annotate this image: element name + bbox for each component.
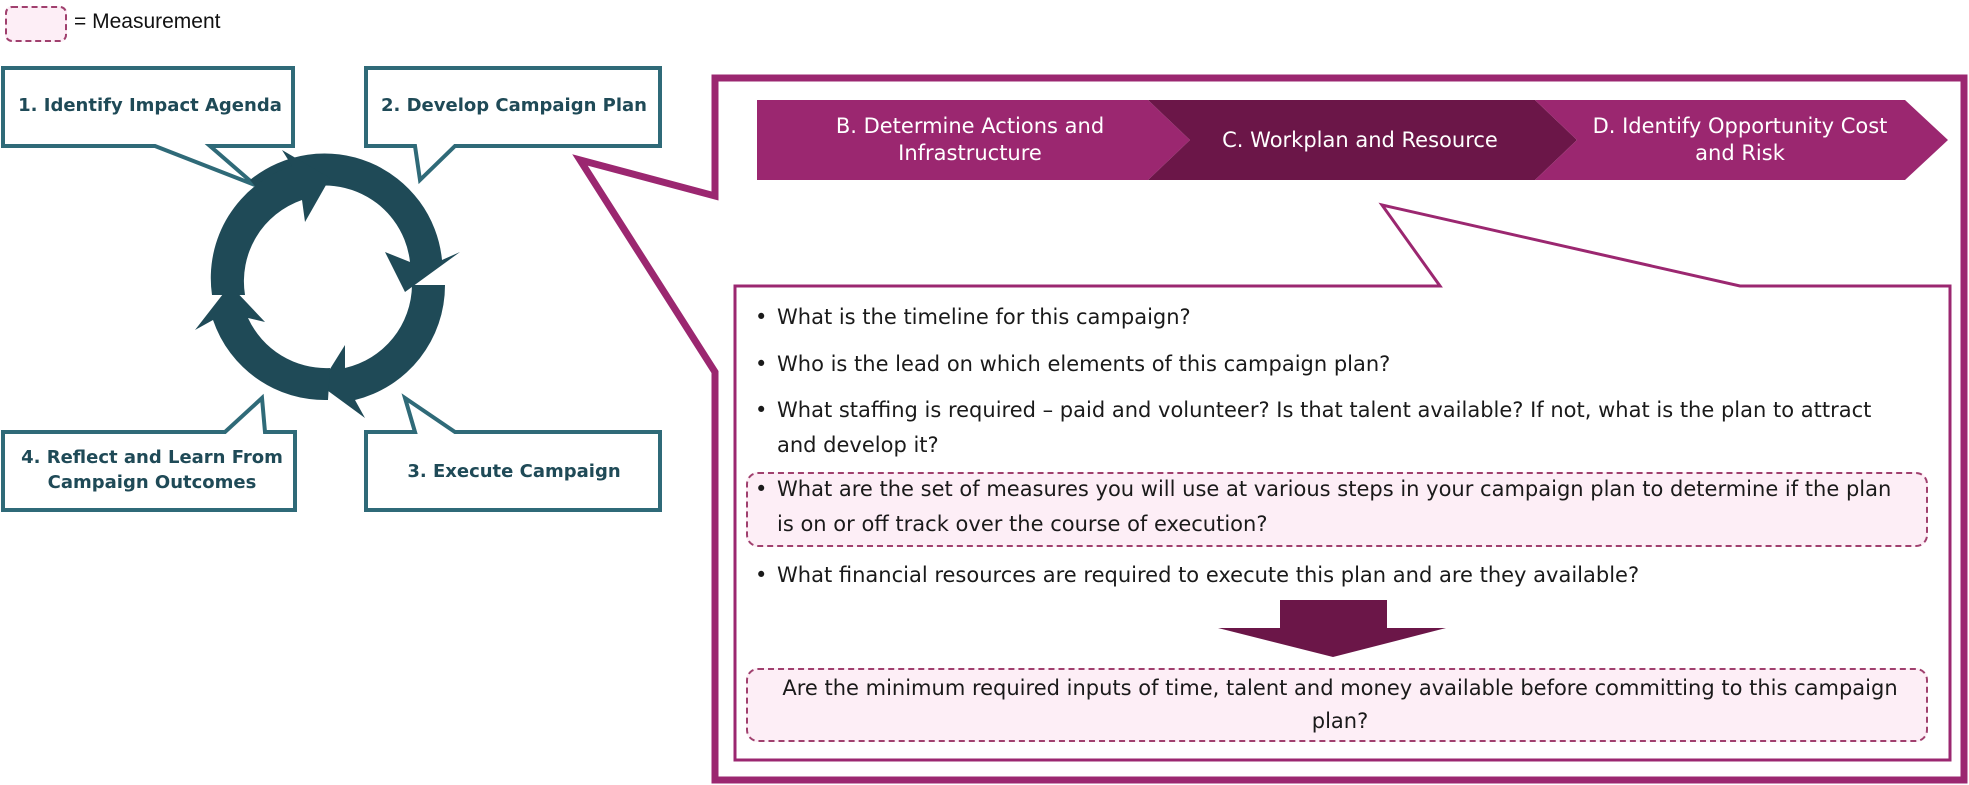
cycle-step-1-label: 1. Identify Impact Agenda [18, 95, 282, 116]
cycle-ring [195, 150, 460, 418]
callout-3-shape [364, 393, 662, 512]
cycle-arrow-right [320, 285, 446, 418]
question-text: What staffing is required – paid and vol… [777, 398, 1872, 457]
question-text: What financial resources are required to… [777, 563, 1640, 587]
chevron-b-label: B. Determine Actions and Infrastructure [835, 114, 1105, 165]
question-item-measurement: •What are the set of measures you will u… [755, 472, 1905, 542]
question-text: Who is the lead on which elements of thi… [777, 352, 1391, 376]
measurement-legend-swatch [5, 6, 67, 42]
cycle-arrow-bottom [195, 285, 330, 401]
chevron-c-label: C. Workplan and Resource [1222, 127, 1498, 152]
question-text: What are the set of measures you will us… [777, 477, 1892, 536]
question-item: •What staffing is required – paid and vo… [755, 393, 1905, 463]
chevron-b-shape [757, 100, 1190, 180]
question-item: •What financial resources are required t… [755, 558, 1905, 593]
chevron-d-shape [1535, 100, 1948, 180]
measurement-highlight-final [746, 668, 1928, 742]
chevron-c-shape [1148, 100, 1577, 180]
down-arrow-icon [1218, 600, 1446, 657]
cycle-diagram [1, 66, 662, 512]
cycle-step-2-label: 2. Develop Campaign Plan [380, 95, 647, 116]
cycle-step-4-label: 4. Reflect and Learn From Campaign Outco… [21, 447, 283, 493]
cycle-arrow-left [210, 150, 330, 295]
final-question: Are the minimum required inputs of time,… [782, 676, 1898, 733]
question-text: What is the timeline for this campaign? [777, 305, 1191, 329]
measurement-highlight-measures [746, 472, 1928, 547]
question-item: •What is the timeline for this campaign? [755, 300, 1905, 335]
callout-1-shape [1, 66, 295, 187]
question-item: •Who is the lead on which elements of th… [755, 347, 1905, 382]
question-list: •What is the timeline for this campaign?… [755, 300, 1905, 600]
callout-2-shape [364, 66, 662, 185]
measurement-legend-label: = Measurement [74, 10, 221, 33]
callout-4-shape [1, 393, 297, 512]
cycle-step-3-label: 3. Execute Campaign [407, 461, 621, 482]
chevron-d-label: D. Identify Opportunity Cost and Risk [1592, 114, 1888, 165]
